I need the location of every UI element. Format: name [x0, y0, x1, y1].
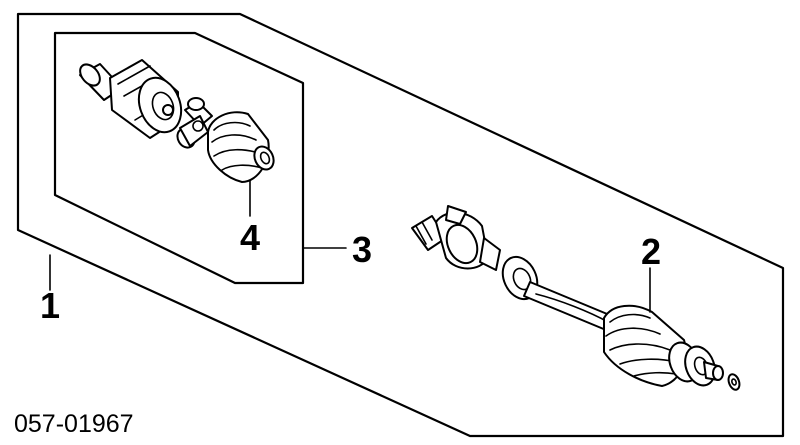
callout-1: 1 [40, 285, 60, 326]
part-number: 057-01967 [14, 410, 134, 438]
callout-2: 2 [641, 231, 661, 272]
inner-joint-housing-icon [79, 59, 183, 139]
outer-joint-icon [668, 341, 741, 391]
callout-3: 3 [352, 229, 372, 270]
inner-boot-icon [207, 111, 275, 183]
drive-shaft-icon [411, 205, 613, 331]
joint-kit-outline [53, 31, 305, 285]
assembly-outline [16, 12, 785, 438]
callout-4: 4 [240, 217, 260, 258]
tripod-spider-icon [176, 97, 213, 149]
